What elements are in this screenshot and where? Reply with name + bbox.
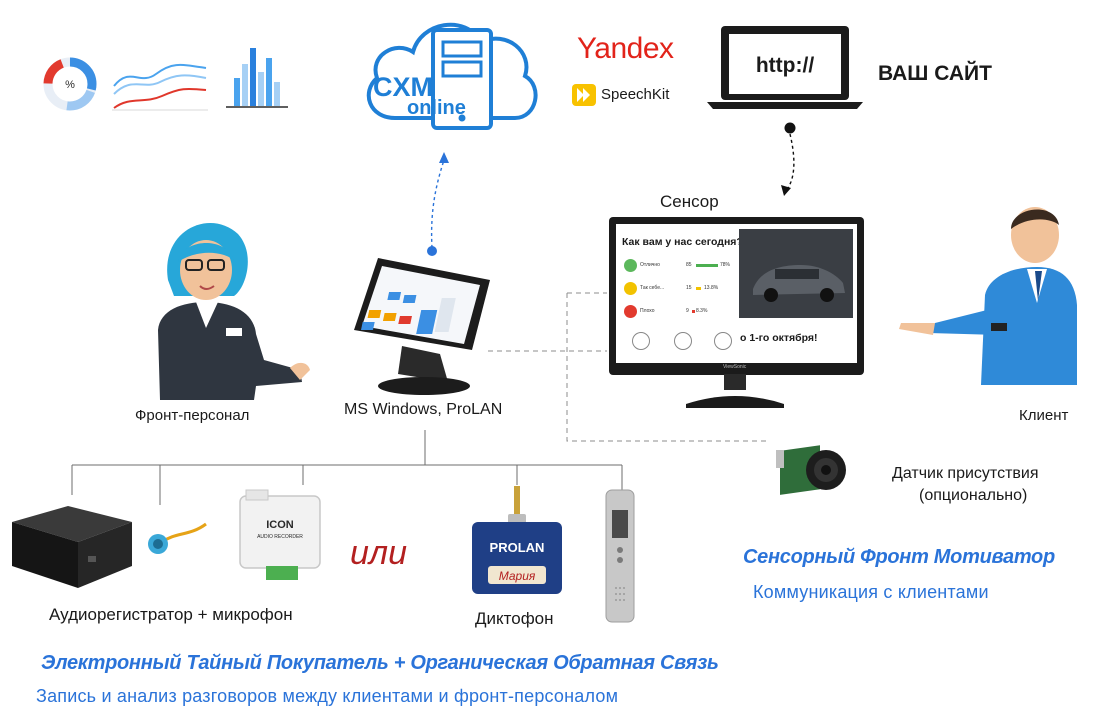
row-bar [696,264,718,267]
row-pct: 78% [720,262,731,268]
sensor-screen: Как вам у нас сегодня? Отлично 85 78% Та… [616,224,857,363]
label-dictaphone: Диктофон [475,609,554,628]
smiley-good-icon [624,259,637,272]
label-pos: MS Windows, ProLAN [344,401,503,418]
row-count: 15 [686,285,692,291]
badge-name: Мария [499,569,536,583]
voice-recorder-icon [605,489,635,623]
monitor-brand: ViewSonic [723,364,747,370]
audio-module-icon: ICON AUDIO RECORDER [239,489,321,580]
badge-recorder-icon: PROLAN Мария [472,486,562,594]
caption-left-sub: Запись и анализ разговоров между клиента… [36,686,619,706]
row-bar [692,310,695,313]
microphone-button-icon [632,332,650,350]
donut-label: % [65,79,75,91]
module-title: ICON [266,519,294,531]
pos-terminal-icon [354,258,490,395]
label-client: Клиент [1019,407,1069,424]
row-pct: 8.3% [696,308,708,314]
checkbox-button-icon [714,332,732,350]
badge-brand: PROLAN [490,540,545,555]
smiley-bad-icon [624,305,637,318]
audio-recorder-icon [12,506,132,588]
label-sensor: Сенсор [660,192,719,211]
row-label: Отлично [640,262,660,268]
sensor-promo: о 1-го октября! [740,332,818,344]
microphone-icon [148,522,207,554]
row-label: Так себе... [640,285,665,291]
client-icon [899,207,1077,385]
donut-chart-icon: % [43,57,97,111]
laptop-url: http:// [756,54,814,77]
row-count: 85 [686,262,692,268]
label-presence-sensor: Датчик присутствия [892,465,1039,482]
monitor-stand [686,374,784,408]
row-pct: 13.8% [704,285,719,291]
cloud-brand-online: online [407,97,466,119]
or-text: или [350,534,407,572]
row-count: 9 [686,308,689,314]
sensor-question: Как вам у нас сегодня? [622,236,743,248]
smiley-neutral-icon [624,282,637,295]
row-label: Плохо [640,308,655,314]
message-button-icon [674,332,692,350]
front-staff-icon [158,223,310,400]
label-audio-recorder: Аудиорегистратор + микрофон [49,605,293,624]
row-bar [696,287,701,290]
car-ad-image [739,229,853,318]
bar-chart-icon [226,48,288,108]
cloud-brand-cxm: CXM [373,72,433,102]
label-front-staff: Фронт-персонал [135,407,250,424]
speechkit-icon [572,84,596,106]
svg-text:или: или [350,534,407,572]
laptop-icon: http:// [707,26,863,109]
cloud-server-icon: CXM online [366,22,538,130]
site-label: ВАШ САЙТ [878,62,992,85]
touch-monitor-icon: Как вам у нас сегодня? Отлично 85 78% Та… [609,217,864,375]
caption-right-sub: Коммуникация с клиентами [753,582,989,602]
speechkit-label: SpeechKit [601,86,670,103]
module-sub: AUDIO RECORDER [257,534,303,540]
label-presence-optional: (опционально) [919,487,1028,504]
presence-sensor-icon [776,445,846,495]
caption-right-title: Сенсорный Фронт Мотиватор [743,546,1055,568]
line-chart-icon [112,63,208,111]
car-icon [739,229,853,318]
caption-left-title: Электронный Тайный Покупатель + Органиче… [41,652,719,674]
yandex-logo: Yandex [577,32,674,65]
